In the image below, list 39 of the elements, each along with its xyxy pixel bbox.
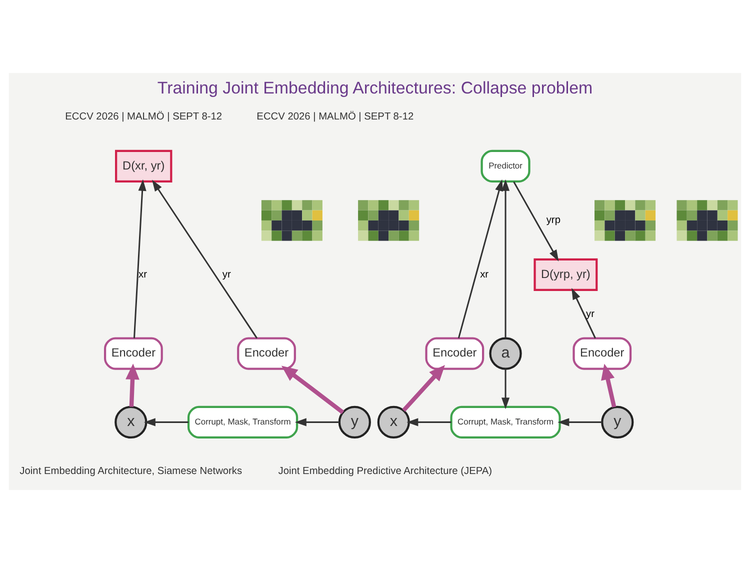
node-box: Corrupt, Mask, Transform <box>187 406 298 438</box>
arrow <box>294 418 340 426</box>
node-circle: y <box>601 406 634 438</box>
node-box: D(yrp, yr) <box>534 258 598 292</box>
edge-label: yrp <box>546 215 560 226</box>
arrow <box>572 288 596 339</box>
arrow <box>501 179 510 338</box>
arrow <box>402 365 445 412</box>
arrow <box>133 179 146 338</box>
edge-label: xr <box>480 269 489 280</box>
node-box: Encoder <box>425 337 484 370</box>
arrow <box>144 418 188 426</box>
node-box: Encoder <box>237 337 296 370</box>
arrow <box>281 366 344 414</box>
node-circle: y <box>338 406 371 438</box>
node-circle: a <box>489 337 522 370</box>
node-box: D(xr, yr) <box>115 150 172 183</box>
edge-label: yr <box>222 269 231 280</box>
arrow <box>601 364 616 408</box>
edge-label: yr <box>586 308 595 320</box>
node-circle: x <box>377 406 410 438</box>
arrow <box>558 418 602 426</box>
label: ECCV 2026 | MALMÖ | SEPT 8-12 <box>256 112 414 123</box>
node-circle: x <box>114 406 148 438</box>
arrow <box>458 179 503 338</box>
arrow <box>126 364 140 407</box>
node-box: Encoder <box>572 337 632 370</box>
arrow <box>152 180 258 339</box>
node-box: Encoder <box>104 337 163 370</box>
label: ECCV 2026 | MALMÖ | SEPT 8-12 <box>65 112 222 123</box>
node-box: Corrupt, Mask, Transform <box>450 406 561 438</box>
arrow <box>406 418 452 426</box>
diagram-title: Training Joint Embedding Architectures: Collapse problem <box>157 78 593 98</box>
arrow <box>501 368 510 410</box>
arrow <box>513 181 559 262</box>
node-box: Predictor <box>480 150 530 183</box>
edge-label: xr <box>138 269 148 280</box>
label: Joint Embedding Predictive Architecture (JEPA) <box>278 466 492 477</box>
label: Joint Embedding Architecture, Siamese Networks <box>20 466 242 477</box>
